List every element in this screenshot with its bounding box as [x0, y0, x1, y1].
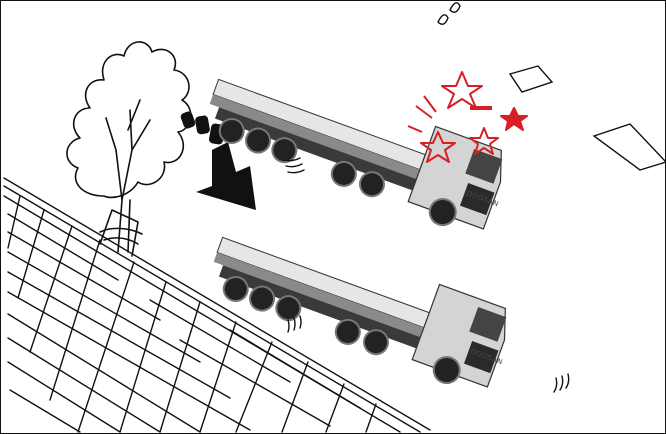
lane-markings: [510, 66, 666, 170]
tree-trunk-right: [128, 200, 130, 252]
vibration-mark-1: [284, 158, 304, 173]
vibration-mark-3: [554, 374, 569, 392]
motion-dash-2: [195, 115, 211, 135]
lane-marking-right: [594, 124, 666, 170]
tree-illustration: [67, 42, 191, 256]
impact-star-1: [442, 72, 482, 108]
vibration-mark-top: [438, 3, 460, 24]
impact-star-filled: [501, 108, 527, 130]
impact-bang-3: [408, 126, 422, 132]
lane-marking-mid: [510, 66, 552, 92]
truck-lower: DOOSAN: [202, 209, 521, 399]
impact-bang-2: [416, 106, 432, 118]
tree-canopy: [67, 42, 191, 198]
truck-upper: DOOSAN: [198, 51, 517, 241]
motion-arrow-head: [196, 142, 256, 210]
impact-bang-1: [424, 96, 436, 112]
